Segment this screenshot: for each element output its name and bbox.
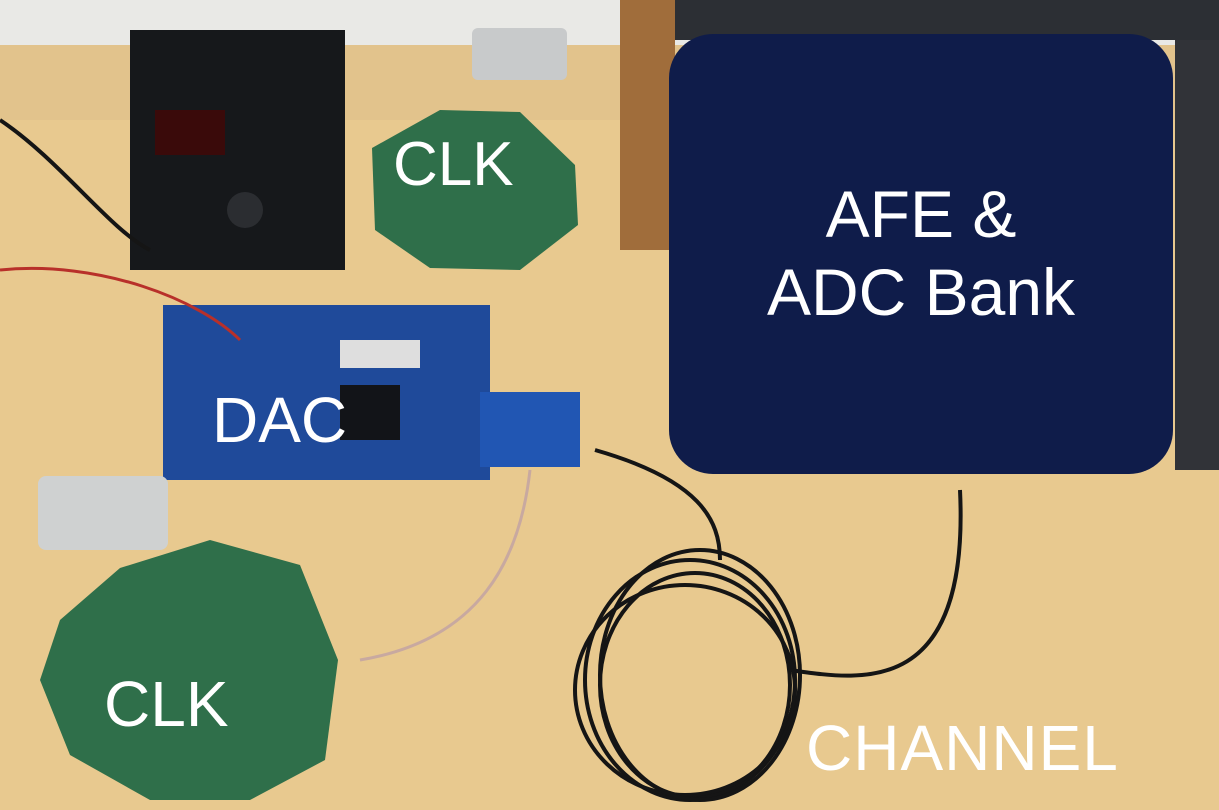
coax-cable-run xyxy=(594,448,722,561)
red-wire xyxy=(0,266,242,342)
dac-daughter-board xyxy=(480,392,580,467)
afe-adc-label: AFE & ADC Bank xyxy=(767,176,1075,332)
clock-board-top xyxy=(372,110,578,270)
usb-box xyxy=(38,476,168,550)
memory-module xyxy=(340,340,420,368)
dac-chip xyxy=(340,385,400,440)
sma-cable xyxy=(359,469,532,662)
black-cable-left xyxy=(0,118,151,252)
power-supply-display xyxy=(155,110,225,155)
clk-label-bottom: CLK xyxy=(104,668,229,740)
coax-cable-right xyxy=(789,489,963,678)
back-equipment-bank xyxy=(675,0,1219,40)
right-equipment xyxy=(1175,40,1219,470)
afe-adc-label-box: AFE & ADC Bank xyxy=(669,34,1173,474)
wooden-rack xyxy=(620,0,675,250)
coax-cable-coil xyxy=(573,548,802,802)
clk-label-top: CLK xyxy=(393,130,514,199)
clock-board-bottom xyxy=(40,540,338,800)
small-box-top xyxy=(472,28,567,80)
dac-label: DAC xyxy=(212,384,348,456)
channel-label: CHANNEL xyxy=(806,712,1119,784)
power-supply-knob xyxy=(227,192,263,228)
afe-label-line-1: AFE & xyxy=(825,177,1017,252)
afe-label-line-2: ADC Bank xyxy=(766,255,1076,329)
dac-board xyxy=(163,305,490,480)
